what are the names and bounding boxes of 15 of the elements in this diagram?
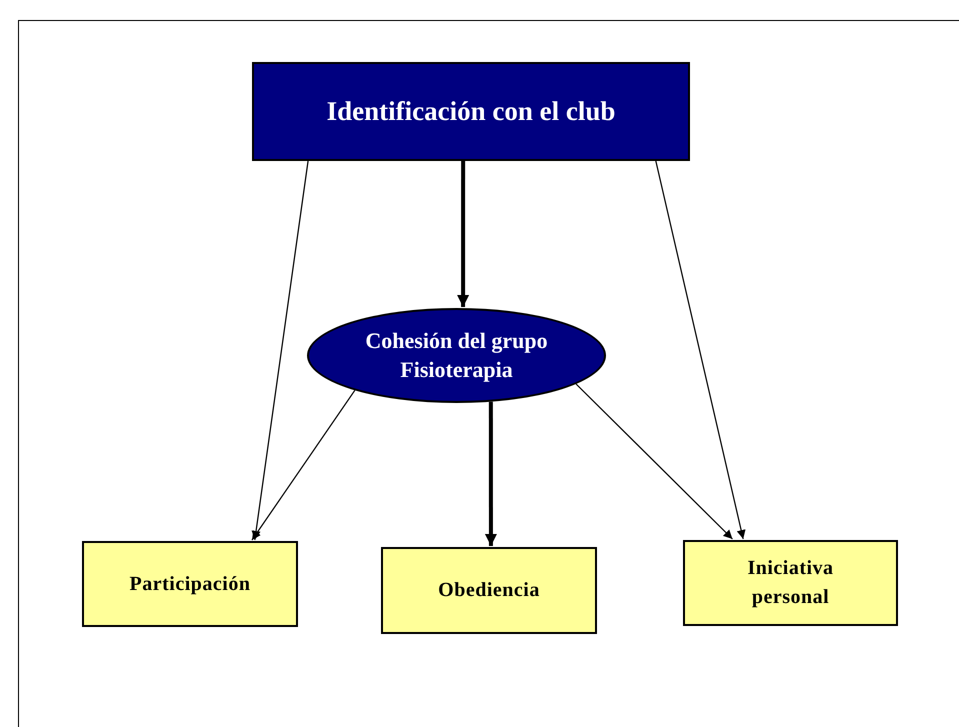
arrow [252, 160, 309, 540]
node-label: Identificación con el club [326, 96, 616, 127]
arrow [655, 160, 746, 540]
arrow [484, 402, 497, 546]
arrow [457, 161, 470, 308]
node-label: Obediencia [438, 578, 540, 603]
arrow [576, 384, 733, 540]
arrow [252, 390, 356, 540]
outcome-box [683, 540, 898, 626]
node-label: Iniciativa personal [746, 556, 835, 610]
title-box [252, 62, 690, 161]
outcome-box [82, 541, 298, 627]
node-label: Cohesión del grupo Fisioterapia [364, 326, 549, 384]
node-label: Participación [130, 572, 250, 596]
outcome-box [381, 547, 597, 634]
